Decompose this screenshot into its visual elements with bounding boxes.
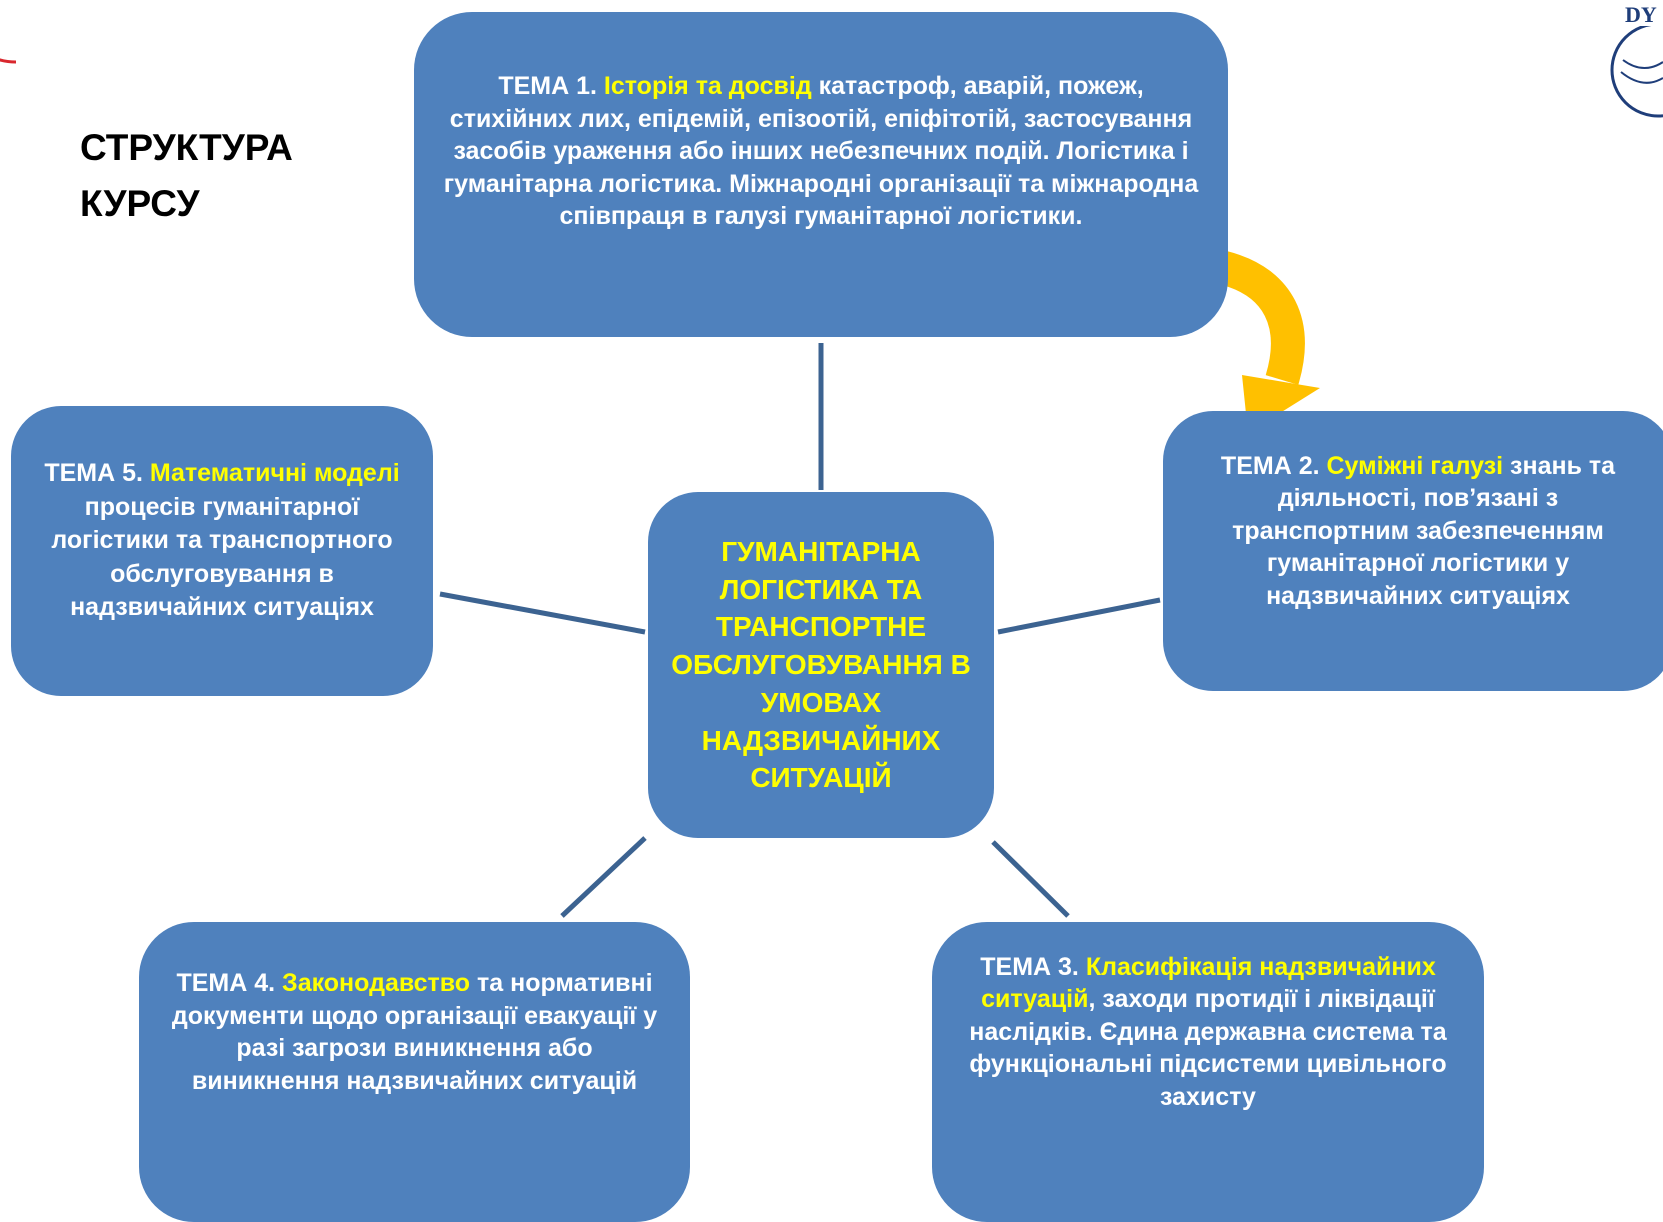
connector-topic-3 <box>991 840 1070 918</box>
topic-4-box: ТЕМА 4. Законодавство та нормативні доку… <box>139 922 690 1222</box>
topic-5-label: ТЕМА 5. <box>44 459 143 488</box>
title-line-1: СТРУКТУРА <box>80 127 293 168</box>
topic-5-text: процесів гуманітарної логістики та транс… <box>51 492 393 622</box>
logo-right-icon: DY <box>1603 0 1663 130</box>
topic-5-box: ТЕМА 5. Математичні моделі процесів гума… <box>11 406 433 696</box>
connector-topic-2 <box>997 597 1161 635</box>
center-topic-box: ГУМАНІТАРНА ЛОГІСТИКА ТА ТРАНСПОРТНЕ ОБС… <box>648 492 994 838</box>
topic-1-box: ТЕМА 1. Історія та досвід катастроф, ава… <box>414 12 1228 337</box>
logo-left-icon <box>0 58 17 64</box>
topic-4-text: та нормативні документи щодо організації… <box>171 969 658 1095</box>
topic-3-box: ТЕМА 3. Класифікація надзвичайних ситуац… <box>932 922 1484 1222</box>
topic-1-label: ТЕМА 1. <box>498 72 597 100</box>
topic-3-text: , заходи протидії і ліквідації наслідків… <box>969 985 1447 1111</box>
topic-5-highlight: Математичні моделі <box>149 459 400 488</box>
topic-4-label: ТЕМА 4. <box>176 969 276 997</box>
topic-2-box: ТЕМА 2. Суміжні галузі знань та діяльнос… <box>1163 411 1663 691</box>
connector-topic-4 <box>560 836 647 918</box>
svg-text:DY: DY <box>1625 2 1657 27</box>
topic-4-highlight: Законодавство <box>282 969 471 997</box>
topic-1-highlight: Історія та досвід <box>603 72 812 100</box>
center-topic-text: ГУМАНІТАРНА ЛОГІСТИКА ТА ТРАНСПОРТНЕ ОБС… <box>671 535 971 794</box>
topic-3-highlight: Класифікація надзвичайних ситуацій <box>981 952 1436 1014</box>
connector-topic-5 <box>439 591 646 635</box>
topic-1-text: катастроф, аварій, пожеж, стихійних лих,… <box>443 72 1199 230</box>
topic-3-label: ТЕМА 3. <box>980 952 1079 981</box>
title-line-2: КУРСУ <box>80 182 200 224</box>
topic-2-highlight: Суміжні галузі <box>1326 451 1504 480</box>
page-title: СТРУКТУРА КУРСУ <box>80 120 293 231</box>
topic-2-label: ТЕМА 2. <box>1220 451 1320 480</box>
topic-2-text: знань та діяльності, пов’язані з транспо… <box>1232 451 1616 610</box>
